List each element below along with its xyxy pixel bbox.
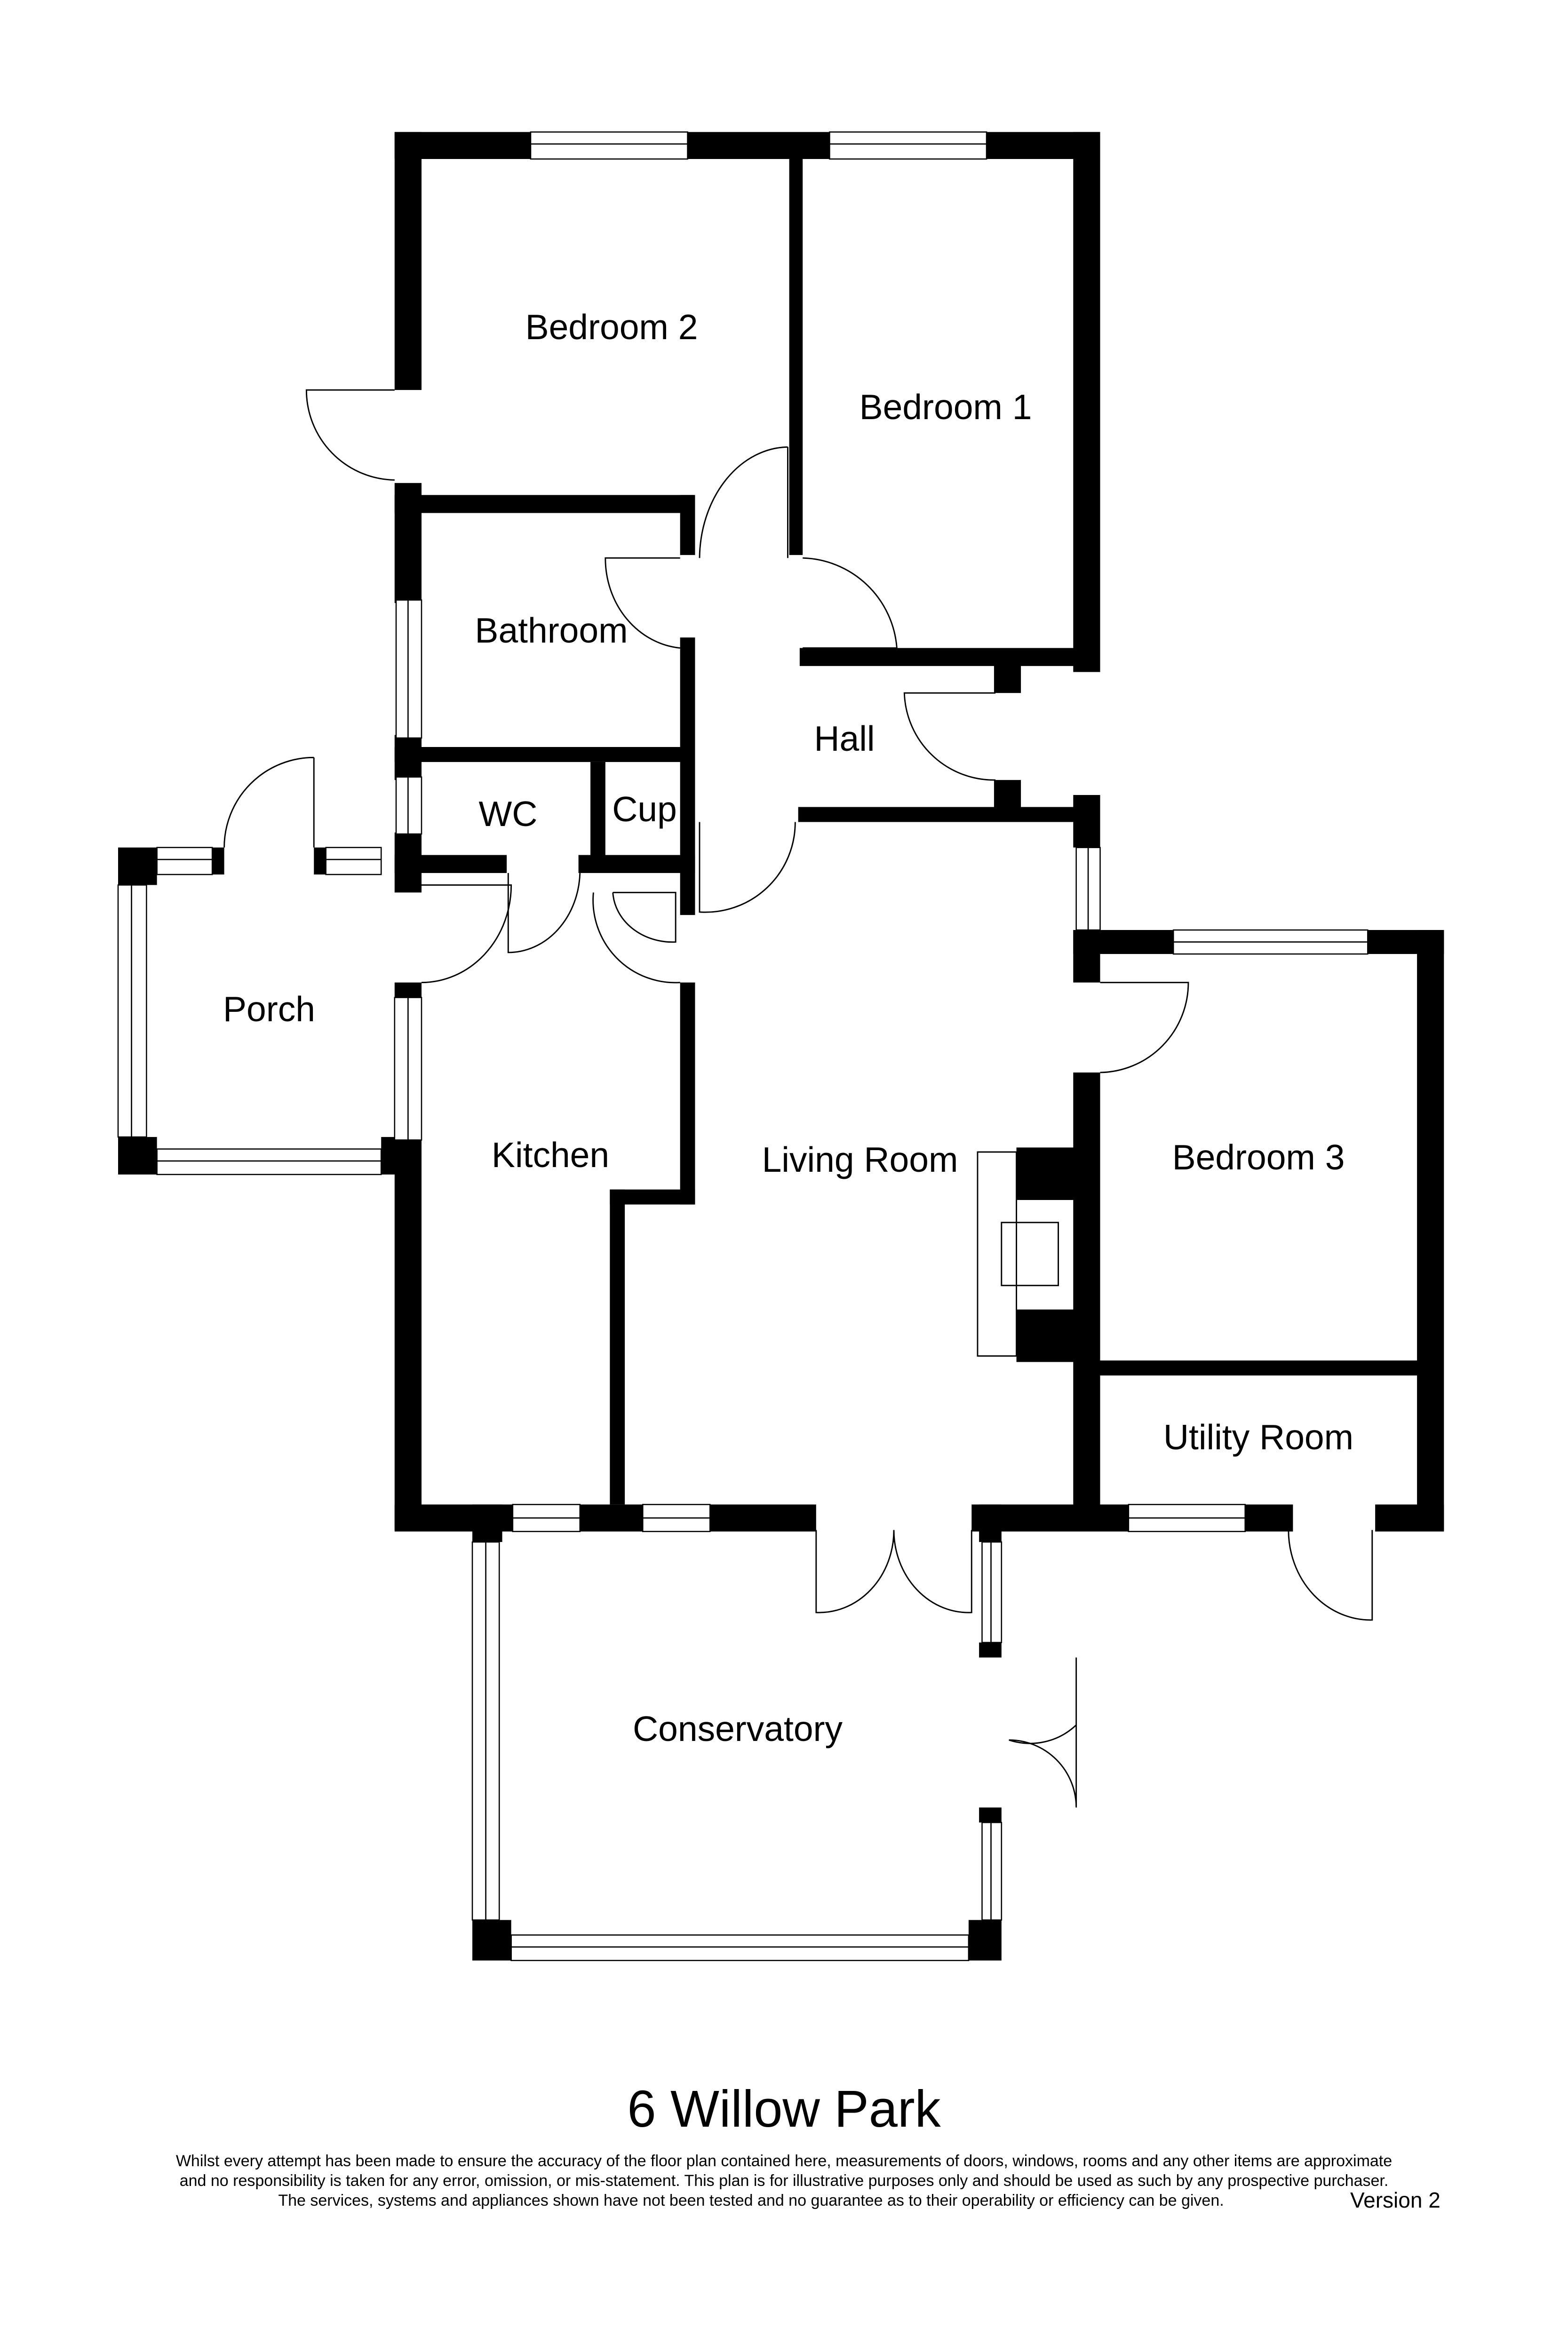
- version-label: Version 2: [1350, 2188, 1441, 2212]
- walls: [118, 132, 1444, 1961]
- disclaimer-line-1: Whilst every attempt has been made to en…: [175, 2152, 1393, 2170]
- doors: [223, 389, 1373, 1808]
- disclaimer-line-3: The services, systems and appliances sho…: [278, 2192, 1224, 2209]
- room-label-bathroom: Bathroom: [475, 611, 628, 650]
- disclaimer-line-2: and no responsibility is taken for any e…: [179, 2172, 1389, 2190]
- room-label-utility-room: Utility Room: [1163, 1417, 1354, 1457]
- room-label-porch: Porch: [223, 989, 315, 1029]
- room-label-bedroom-2: Bedroom 2: [525, 307, 698, 347]
- room-label-conservatory: Conservatory: [632, 1709, 843, 1748]
- room-label-living-room: Living Room: [762, 1140, 958, 1179]
- property-title: 6 Willow Park: [627, 2080, 941, 2138]
- room-label-hall: Hall: [814, 719, 875, 758]
- room-label-wc: WC: [478, 794, 538, 834]
- room-label-bedroom-1: Bedroom 1: [859, 387, 1032, 427]
- room-label-kitchen: Kitchen: [491, 1135, 610, 1175]
- room-label-cup: Cup: [612, 789, 677, 829]
- windows: [117, 131, 1369, 1962]
- room-label-bedroom-3: Bedroom 3: [1172, 1137, 1345, 1177]
